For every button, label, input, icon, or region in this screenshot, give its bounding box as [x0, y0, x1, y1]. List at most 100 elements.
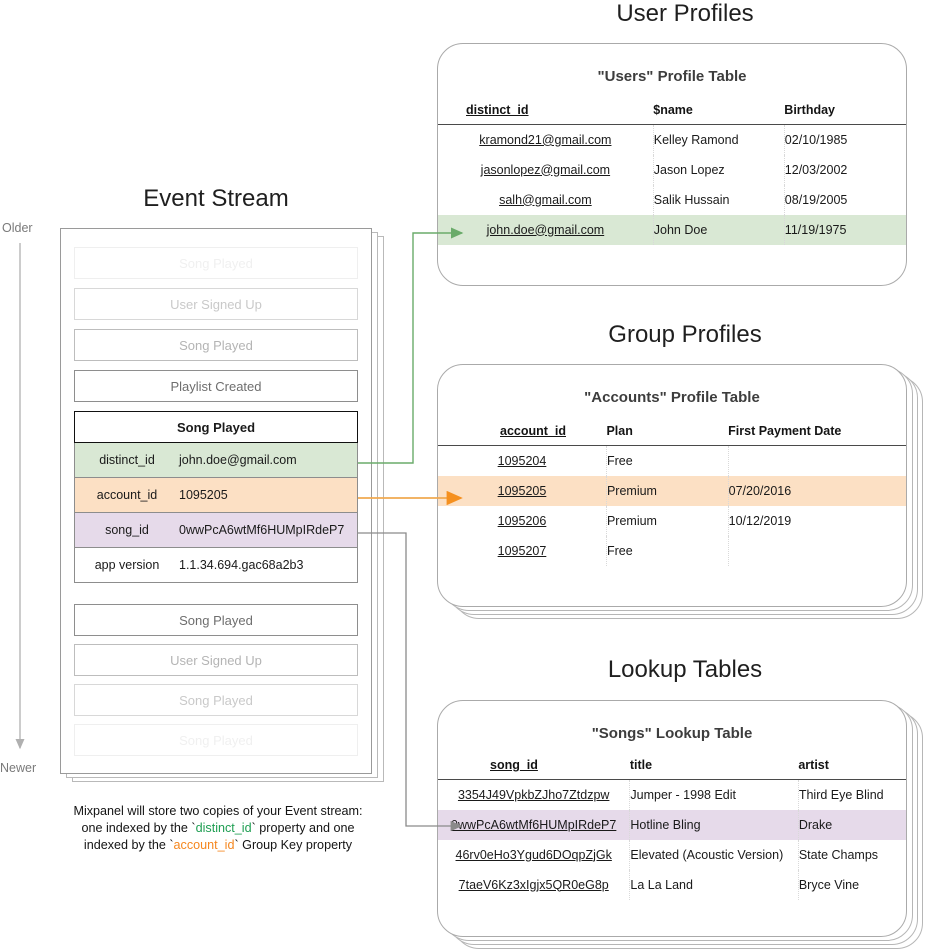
lookup-tables-title: Lookup Tables	[607, 656, 763, 683]
cell-name: John Doe	[652, 214, 785, 245]
user-profiles-title: User Profiles	[616, 0, 754, 27]
cell-distinct-id: john.doe@gmail.com	[438, 214, 654, 245]
users-table: distinct_id $name Birthday kramond21@gma…	[438, 91, 906, 245]
column-header-birthday: Birthday	[784, 91, 906, 125]
cell-account-id: 1095207	[497, 543, 547, 558]
cell-name: Salik Hussain	[652, 184, 785, 215]
property-value: 1095205	[179, 488, 228, 502]
table-row[interactable]: 7taeV6Kz3xIgjx5QR0eG8p La La Land Bryce …	[438, 869, 906, 900]
lookup-tables-panel-wrap: "Songs" Lookup Table song_id title artis…	[437, 700, 935, 949]
caption-line-3: indexed by the `account_id` Group Key pr…	[48, 837, 388, 854]
cell-artist: Drake	[797, 809, 906, 840]
property-value: 0wwPcA6wtMf6HUMpIRdeP7	[179, 523, 345, 537]
caption-line3-prefix: indexed by the `	[83, 838, 174, 852]
column-header-distinct-id: distinct_id	[438, 91, 654, 125]
table-row[interactable]: kramond21@gmail.com Kelley Ramond 02/10/…	[438, 124, 906, 155]
cell-plan: Free	[605, 535, 729, 566]
cell-distinct-id: salh@gmail.com	[499, 192, 592, 207]
table-row[interactable]: 1095207 Free	[438, 535, 906, 566]
group-profiles-title: Group Profiles	[608, 321, 762, 348]
cell-name: Kelley Ramond	[652, 124, 785, 155]
column-header-plan: Plan	[606, 412, 729, 446]
property-value: john.doe@gmail.com	[179, 453, 297, 467]
column-header-artist: artist	[798, 746, 906, 780]
cell-song-id: 7taeV6Kz3xIgjx5QR0eG8p	[458, 877, 609, 892]
caption-line-1: Mixpanel will store two copies of your E…	[73, 804, 363, 818]
accounts-profile-panel: "Accounts" Profile Table account_id Plan…	[437, 364, 907, 607]
caption: Mixpanel will store two copies of your E…	[48, 803, 388, 854]
table-row[interactable]: 3354J49VpkbZJho7Ztdzpw Jumper - 1998 Edi…	[438, 779, 906, 810]
cell-artist: Third Eye Blind	[797, 779, 906, 810]
accounts-table: account_id Plan First Payment Date 10952…	[438, 412, 906, 566]
table-row[interactable]: jasonlopez@gmail.com Jason Lopez 12/03/2…	[438, 154, 906, 185]
event-item[interactable]: Song Played	[74, 329, 358, 361]
caption-line-2: one indexed by the `distinct_id` propert…	[48, 820, 388, 837]
axis-label-older: Older	[2, 221, 33, 235]
event-item[interactable]: User Signed Up	[74, 288, 358, 320]
caption-line2-prefix: one indexed by the `	[81, 821, 196, 835]
cell-title: Hotline Bling	[629, 809, 799, 840]
table-row-highlighted[interactable]: john.doe@gmail.com John Doe 11/19/1975	[438, 214, 906, 245]
event-property-row-account-id: account_id 1095205	[74, 478, 358, 513]
property-value: 1.1.34.694.gac68a2b3	[179, 558, 304, 572]
cell-birthday: 02/10/1985	[783, 124, 906, 155]
cell-song-id: 46rv0eHo3Ygud6DOqpZjGk	[455, 847, 612, 862]
event-property-row-song-id: song_id 0wwPcA6wtMf6HUMpIRdeP7	[74, 513, 358, 548]
cell-distinct-id: kramond21@gmail.com	[479, 132, 612, 147]
event-item[interactable]: Song Played	[74, 604, 358, 636]
cell-birthday: 11/19/1975	[783, 214, 906, 245]
accounts-table-title: "Accounts" Profile Table	[584, 389, 760, 406]
users-table-title: "Users" Profile Table	[597, 68, 747, 85]
event-property-row-app-version: app version 1.1.34.694.gac68a2b3	[74, 548, 358, 583]
property-key: account_id	[96, 488, 158, 502]
axis-label-newer: Newer	[0, 761, 37, 775]
expanded-event-card[interactable]: Song Played distinct_id john.doe@gmail.c…	[74, 411, 358, 583]
table-row[interactable]: 1095206 Premium 10/12/2019	[438, 505, 906, 536]
event-stream-title: Event Stream	[143, 185, 289, 212]
event-item[interactable]: Song Played	[74, 684, 358, 716]
caption-distinct-id-key: distinct_id	[195, 821, 252, 835]
cell-account-id: 1095204	[497, 453, 547, 468]
cell-birthday: 12/03/2002	[783, 154, 906, 185]
column-header-first-payment-date: First Payment Date	[728, 412, 906, 446]
songs-table: song_id title artist 3354J49VpkbZJho7Ztd…	[438, 746, 906, 900]
table-header-row: distinct_id $name Birthday	[438, 91, 906, 125]
cell-title: Jumper - 1998 Edit	[629, 779, 799, 810]
table-row-highlighted[interactable]: 1095205 Premium 07/20/2016	[438, 475, 906, 506]
cell-title: La La Land	[629, 869, 799, 900]
cell-first-payment-date: 07/20/2016	[727, 475, 906, 506]
cell-birthday: 08/19/2005	[783, 184, 906, 215]
cell-artist: Bryce Vine	[797, 869, 906, 900]
users-profile-panel: "Users" Profile Table distinct_id $name …	[437, 43, 907, 286]
cell-account-id: 1095205	[438, 475, 607, 506]
property-key: song_id	[105, 523, 149, 537]
caption-account-id-key: account_id	[173, 838, 235, 852]
cell-distinct-id: jasonlopez@gmail.com	[480, 162, 611, 177]
cell-song-id: 3354J49VpkbZJho7Ztdzpw	[457, 787, 610, 802]
event-item[interactable]: User Signed Up	[74, 644, 358, 676]
cell-plan: Premium	[605, 505, 729, 536]
expanded-event-title: Song Played	[74, 411, 358, 443]
column-header-name: $name	[653, 91, 785, 125]
table-row[interactable]: 46rv0eHo3Ygud6DOqpZjGk Elevated (Acousti…	[438, 839, 906, 870]
table-row[interactable]: salh@gmail.com Salik Hussain 08/19/2005	[438, 184, 906, 215]
cell-plan: Premium	[605, 475, 729, 506]
cell-first-payment-date	[727, 535, 906, 566]
table-row[interactable]: 1095204 Free	[438, 445, 906, 476]
table-header-row: account_id Plan First Payment Date	[438, 412, 906, 446]
event-item[interactable]: Playlist Created	[74, 370, 358, 402]
cell-song-id: 0wwPcA6wtMf6HUMpIRdeP7	[438, 809, 630, 840]
cell-title: Elevated (Acoustic Version)	[629, 839, 799, 870]
property-key: app version	[94, 558, 160, 572]
cell-first-payment-date	[727, 445, 906, 476]
table-row-highlighted[interactable]: 0wwPcA6wtMf6HUMpIRdeP7 Hotline Bling Dra…	[438, 809, 906, 840]
songs-table-title: "Songs" Lookup Table	[591, 725, 753, 742]
table-header-row: song_id title artist	[438, 746, 906, 780]
event-item[interactable]: Song Played	[74, 247, 358, 279]
event-item[interactable]: Song Played	[74, 724, 358, 756]
user-profiles-panel-wrap: "Users" Profile Table distinct_id $name …	[437, 43, 935, 286]
songs-lookup-panel: "Songs" Lookup Table song_id title artis…	[437, 700, 907, 937]
column-header-title: title	[629, 746, 799, 780]
cell-first-payment-date: 10/12/2019	[727, 505, 906, 536]
